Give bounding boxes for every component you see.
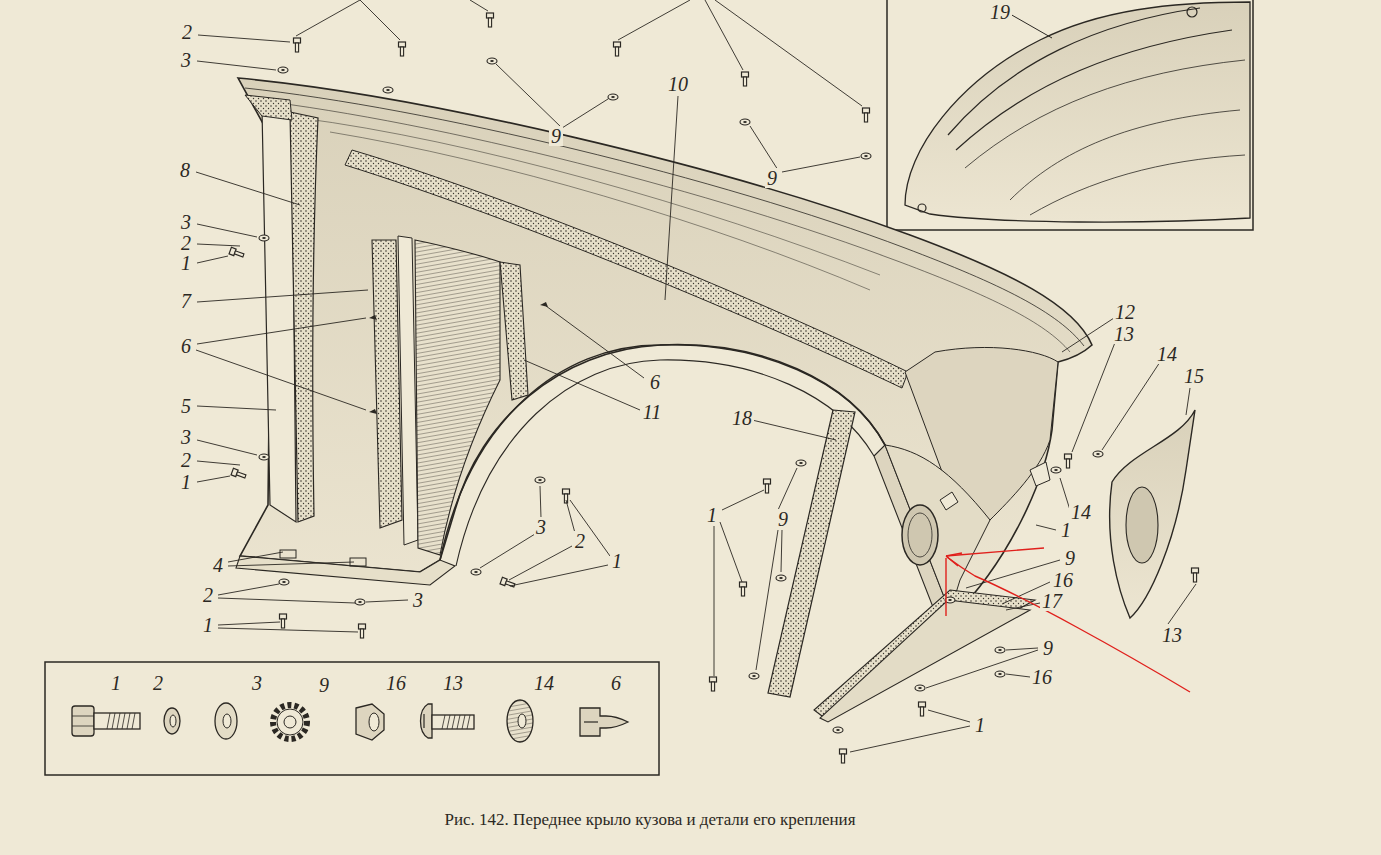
callout-number: 15 [1182, 366, 1206, 386]
key-number: 13 [441, 673, 465, 693]
callout-number: 3 [411, 590, 425, 610]
key-number: 3 [250, 673, 264, 693]
callout-number: 11 [641, 402, 664, 422]
callout-number: 1 [179, 472, 193, 492]
red-annotation [946, 548, 1190, 692]
callout-number: 13 [1112, 324, 1136, 344]
callout-number: 3 [179, 50, 193, 70]
callout-number: 13 [1160, 625, 1184, 645]
callout-number: 19 [988, 2, 1012, 22]
callout-number: 7 [179, 291, 193, 311]
figure-caption: Рис. 142. Переднее крыло кузова и детали… [445, 811, 856, 830]
callout-number: 6 [648, 372, 662, 392]
callout-number: 10 [666, 74, 690, 94]
callout-number: 9 [1063, 548, 1077, 568]
fender [236, 78, 1092, 622]
strip-17 [814, 590, 1035, 722]
callout-number: 12 [1113, 302, 1137, 322]
callout-number: 16 [1030, 667, 1054, 687]
callout-number: 2 [180, 22, 194, 42]
callout-number: 1 [973, 715, 987, 735]
leader-lines [196, 0, 1196, 752]
callout-number: 2 [179, 233, 193, 253]
callout-number: 3 [179, 427, 193, 447]
callout-number: 9 [1041, 638, 1055, 658]
callout-number: 1 [1059, 520, 1073, 540]
key-number: 6 [609, 673, 623, 693]
fastener-key [45, 662, 659, 775]
callout-number: 16 [1051, 570, 1075, 590]
fasteners [229, 13, 1198, 763]
callout-number: 14 [1069, 502, 1093, 522]
callout-number: 2 [201, 585, 215, 605]
callout-number: 4 [211, 555, 225, 575]
callout-number: 17 [1040, 591, 1064, 611]
callout-number: 1 [179, 253, 193, 273]
callout-number: 3 [534, 517, 548, 537]
key-number: 9 [317, 675, 331, 695]
callout-number: 5 [179, 396, 193, 416]
callout-number: 14 [1155, 344, 1179, 364]
callout-number: 3 [179, 212, 193, 232]
inset-view [887, 0, 1253, 230]
key-number: 1 [109, 673, 123, 693]
callout-number: 9 [776, 509, 790, 529]
callout-number: 2 [573, 531, 587, 551]
callout-number: 1 [201, 615, 215, 635]
part-15 [1110, 410, 1195, 618]
key-number: 14 [532, 673, 556, 693]
key-number: 16 [384, 673, 408, 693]
callout-number: 1 [610, 551, 624, 571]
key-number: 2 [151, 673, 165, 693]
callout-number: 9 [765, 168, 779, 188]
callout-number: 9 [549, 126, 563, 146]
callout-number: 1 [705, 505, 719, 525]
callout-number: 18 [730, 408, 754, 428]
callout-number: 6 [179, 336, 193, 356]
callout-number: 8 [178, 160, 192, 180]
callout-number: 2 [179, 450, 193, 470]
